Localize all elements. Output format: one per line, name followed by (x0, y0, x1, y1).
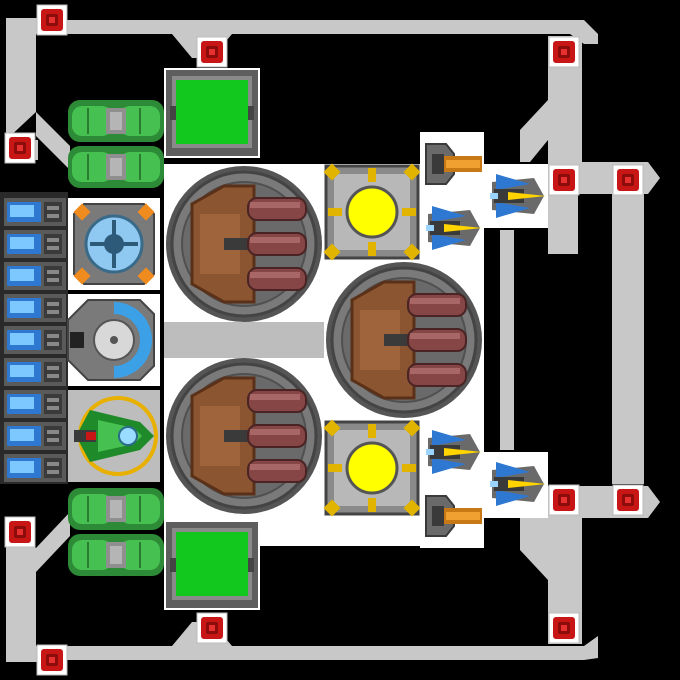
triple-barrel-cannon-icon (324, 260, 484, 420)
blue-bay-icon (4, 198, 66, 226)
shield-generator-icon (67, 294, 160, 386)
green-fuel-tank-icon (67, 99, 165, 143)
triple-barrel-cannon-icon (164, 164, 324, 324)
blue-bay-icon (4, 422, 66, 450)
blue-bay-icon (4, 230, 66, 258)
blue-bay-icon (4, 326, 66, 354)
green-cockpit-icon (68, 390, 160, 482)
yellow-core-reactor-icon (322, 418, 422, 518)
orange-gun-icon (419, 137, 485, 191)
blue-bay-icon (4, 294, 66, 322)
blue-blaster-icon (422, 426, 482, 478)
blue-bay-icon (4, 358, 66, 386)
green-fuel-tank-icon (67, 145, 165, 189)
red-square-node-icon (548, 164, 580, 196)
triple-barrel-cannon-icon (164, 356, 324, 516)
green-fuel-tank-icon (67, 487, 165, 531)
blue-bay-icon (4, 262, 66, 290)
red-square-node-icon (196, 612, 228, 644)
green-panel-icon (164, 520, 260, 610)
red-square-node-icon (36, 4, 68, 36)
green-fuel-tank-icon (67, 533, 165, 577)
blue-blaster-icon (486, 458, 546, 510)
blue-blaster-icon (422, 202, 482, 254)
red-square-node-icon (548, 484, 580, 516)
red-square-node-icon (612, 484, 644, 516)
blue-blaster-icon (486, 170, 546, 222)
red-square-node-icon (548, 612, 580, 644)
red-square-node-icon (196, 36, 228, 68)
blue-bay-icon (4, 390, 66, 418)
gyroscope-icon (68, 198, 160, 290)
yellow-core-reactor-icon (322, 162, 422, 262)
red-square-node-icon (548, 36, 580, 68)
red-square-node-icon (4, 516, 36, 548)
red-square-node-icon (4, 132, 36, 164)
green-panel-icon (164, 68, 260, 158)
orange-gun-icon (419, 489, 485, 543)
bay-column (0, 192, 68, 484)
red-square-node-icon (612, 164, 644, 196)
red-square-node-icon (36, 644, 68, 676)
blue-bay-icon (4, 454, 66, 482)
